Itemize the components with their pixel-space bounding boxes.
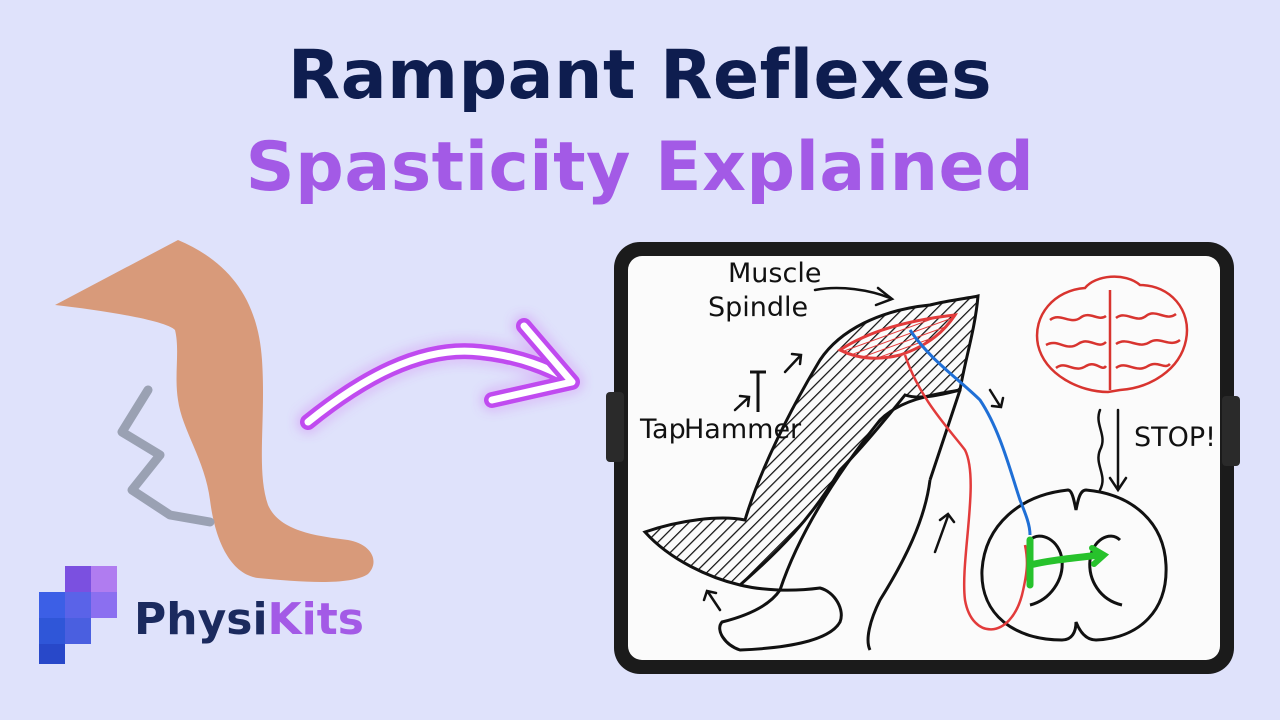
label-hammer: Hammer	[684, 414, 802, 445]
label-muscle: Muscle	[728, 258, 821, 289]
glow-arrow-icon	[308, 326, 572, 422]
brand-name-kits: Kits	[268, 594, 364, 645]
label-stop: STOP!	[1134, 422, 1216, 453]
brand-name: PhysiKits	[134, 594, 364, 645]
label-tap: Tap	[639, 414, 686, 445]
brand-name-physi: Physi	[134, 594, 268, 645]
physikits-logo-icon	[39, 566, 117, 664]
label-spindle: Spindle	[708, 292, 808, 323]
whiteboard: Muscle Spindle Tap Hammer STOP!	[606, 242, 1240, 674]
